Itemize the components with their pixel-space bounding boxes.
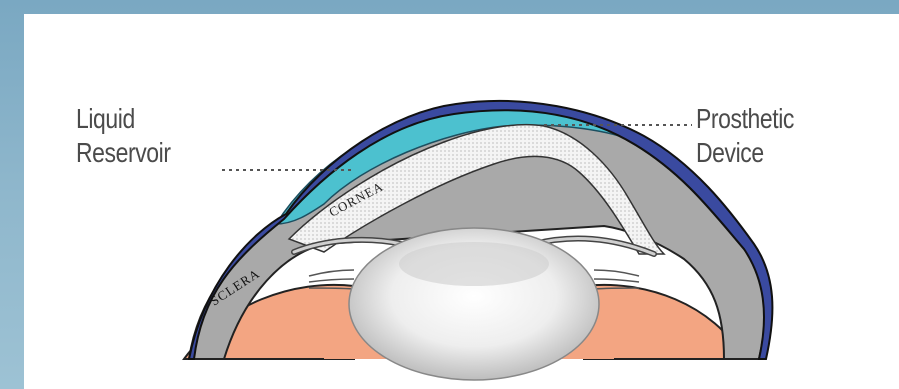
liquid-reservoir-label: Liquid Reservoir	[76, 102, 171, 170]
diagram-panel: CORNEA SCLERA Liquid Reservoir Prostheti…	[24, 14, 899, 389]
eye-cross-section-diagram: CORNEA SCLERA	[24, 14, 899, 389]
prosthetic-device-label-line2: Device	[696, 136, 794, 170]
prosthetic-device-label: Prosthetic Device	[696, 102, 794, 170]
liquid-reservoir-label-line2: Reservoir	[76, 136, 171, 170]
prosthetic-device-label-line1: Prosthetic	[696, 102, 794, 136]
liquid-reservoir-label-line1: Liquid	[76, 102, 171, 136]
